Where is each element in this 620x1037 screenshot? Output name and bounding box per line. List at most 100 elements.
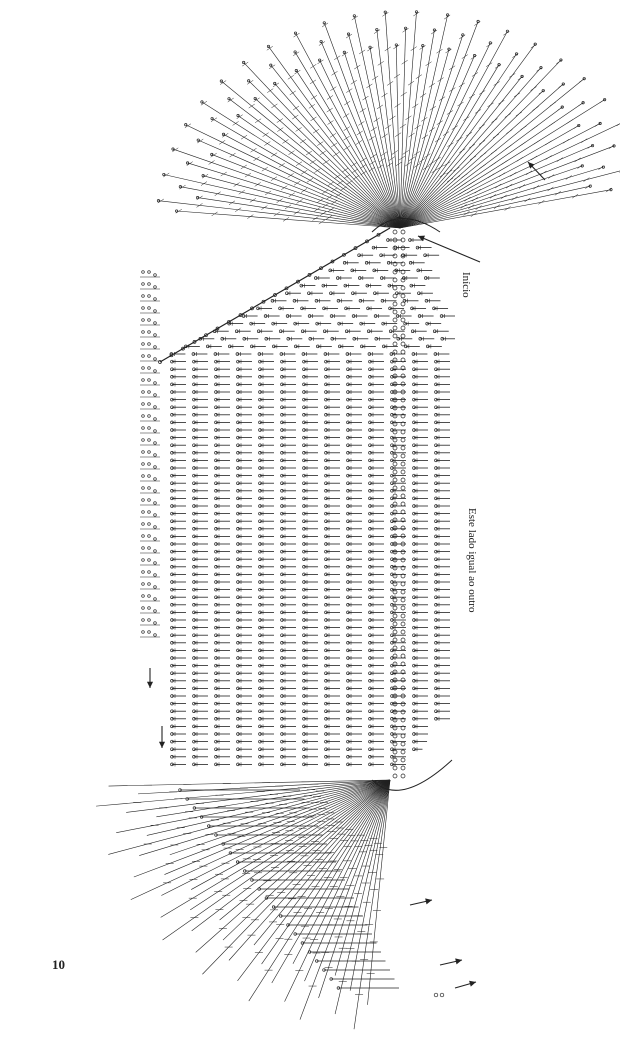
page-number: 10: [52, 957, 65, 972]
stitch-row: [199, 815, 314, 819]
fan-ray: [195, 779, 391, 953]
edge-mark: [140, 402, 160, 410]
fan-ray: [156, 779, 391, 818]
stitch-row: [170, 694, 450, 698]
stitch-row: [336, 986, 399, 990]
fan-ray: [393, 43, 402, 229]
fan-ray: [399, 144, 595, 229]
edge-mark: [140, 306, 160, 314]
fan-ray: [228, 779, 391, 961]
stitch-row: [170, 747, 423, 752]
fan-ray: [293, 50, 401, 229]
fan-ray: [160, 779, 391, 918]
fan-ray: [399, 123, 620, 229]
edge-mark: [140, 450, 160, 458]
fan-ray: [261, 779, 391, 965]
stitch-row: [170, 701, 450, 706]
stitch-row: [314, 276, 440, 280]
edge-mark: [140, 318, 160, 326]
stitch-row: [170, 412, 450, 417]
stitch-row: [170, 390, 450, 394]
fan-ray: [266, 44, 401, 229]
edge-mark: [140, 522, 160, 530]
left-edge-marks: [140, 270, 160, 638]
stitch-row: [170, 511, 450, 516]
fan-ray: [200, 100, 401, 229]
fan-ray: [190, 779, 391, 911]
stitch-row: [170, 397, 450, 402]
edge-mark: [140, 558, 160, 566]
stitch-row: [322, 968, 390, 972]
fan-ray: [126, 779, 391, 813]
stitch-row: [315, 959, 386, 963]
stitch-row: [170, 709, 450, 714]
stitch-row: [241, 314, 455, 318]
edge-mark: [140, 330, 160, 338]
fan-ray: [382, 10, 401, 229]
edge-mark: [140, 630, 160, 638]
stitch-row: [170, 473, 450, 478]
edge-mark: [140, 486, 160, 494]
fan-ray: [236, 114, 401, 229]
fan-ray: [399, 42, 537, 229]
fan-ray: [96, 779, 391, 807]
fan-ray: [210, 152, 401, 229]
edge-mark: [140, 582, 160, 590]
fan-ray: [399, 41, 493, 229]
stitch-row: [257, 887, 350, 891]
fan-ray: [196, 138, 401, 229]
edge-mark: [140, 618, 160, 626]
fan-ray: [399, 63, 502, 229]
stitch-row: [170, 488, 450, 493]
stitch-row: [170, 732, 428, 736]
fan-ray: [169, 779, 391, 856]
direction-arrow-icon: [527, 161, 546, 181]
stitch-row: [256, 306, 449, 311]
stitch-row: [357, 253, 440, 258]
fan-ray: [222, 779, 391, 941]
fan-ray: [162, 779, 391, 941]
edge-mark: [140, 462, 160, 470]
stitch-row: [170, 428, 450, 432]
direction-arrow-icon: [146, 668, 154, 688]
stitch-row: [170, 678, 450, 683]
fan-ray: [138, 779, 391, 795]
fan-ray: [202, 779, 391, 975]
stitch-row: [170, 724, 428, 729]
stitch-row: [214, 833, 323, 837]
bottom-fan-section: [96, 779, 445, 1030]
fan-ray: [399, 44, 426, 229]
stitch-row: [235, 860, 336, 864]
stitch-row: [299, 283, 426, 288]
edge-mark: [140, 282, 160, 290]
stitch-row: [221, 842, 327, 846]
fan-ray: [219, 779, 391, 921]
fan-ray: [399, 47, 452, 229]
stitch-row: [170, 762, 406, 767]
fan-ray: [399, 82, 565, 229]
fan-ray: [399, 144, 616, 229]
center-chain-column: [371, 218, 453, 791]
fan-ray: [321, 21, 401, 229]
edge-mark: [140, 606, 160, 614]
fan-ray: [248, 779, 391, 1002]
stitch-row: [170, 496, 450, 501]
stitch-row: [329, 977, 395, 981]
stitch-row: [342, 260, 425, 265]
fan-ray: [268, 63, 401, 229]
edge-mark: [140, 426, 160, 434]
fan-ray: [366, 779, 391, 1005]
fan-ray: [399, 28, 438, 229]
fan-ray: [293, 31, 401, 229]
stitch-row: [170, 435, 450, 440]
fan-ray: [399, 170, 620, 229]
stitch-row: [170, 519, 450, 524]
edge-mark: [140, 438, 160, 446]
fan-ray: [221, 132, 401, 229]
stitch-row: [185, 797, 305, 801]
fan-ray: [116, 779, 391, 833]
stitch-row: [170, 754, 406, 759]
direction-arrow-icon: [439, 958, 463, 966]
fan-ray: [196, 195, 401, 229]
edge-mark: [140, 570, 160, 578]
